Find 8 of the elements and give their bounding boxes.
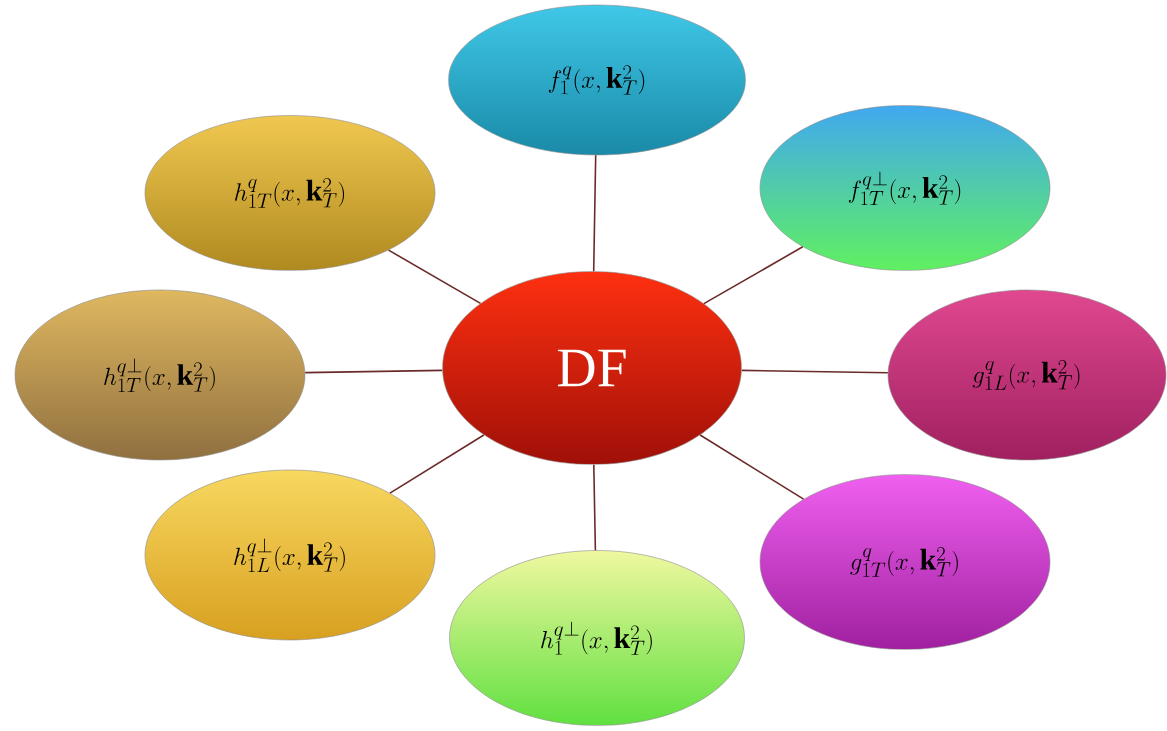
connector-line: [703, 246, 804, 305]
connector-line: [593, 464, 597, 551]
connector-line: [389, 434, 485, 494]
connector-line: [387, 249, 482, 305]
connector-line: [304, 369, 444, 374]
connector-line: [740, 369, 889, 374]
connector-line: [592, 154, 597, 272]
connector-line: [699, 434, 805, 500]
